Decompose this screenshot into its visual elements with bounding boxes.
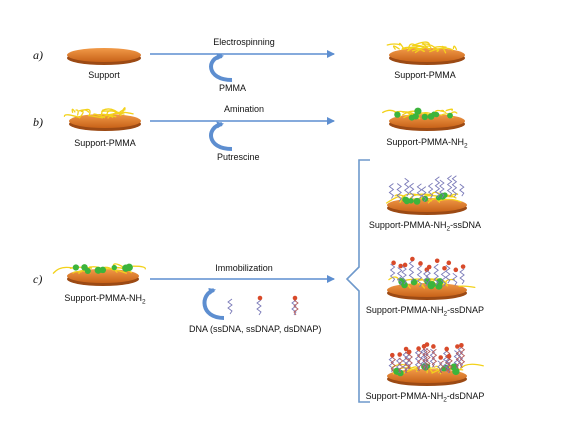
ssdnap-strand-icon (256, 295, 263, 316)
putrescine-curved-arrow (209, 121, 233, 151)
dsdnap-strand-icon (291, 295, 299, 316)
step-c-label: c) (33, 272, 42, 286)
pmma-curved-arrow (209, 53, 233, 82)
pmma-label: PMMA (219, 83, 246, 93)
support-pmma-plate-b (63, 107, 141, 131)
ssdna-product-plate (385, 175, 467, 215)
nh2-subscript-p3: 2 (443, 397, 447, 404)
support-pmma-label-b: Support-PMMA (74, 138, 136, 148)
products-bracket (345, 159, 370, 403)
ssdnap-product-plate (387, 256, 476, 300)
support-pmma-label: Support-PMMA (394, 70, 456, 80)
ssdnap-product-label: Support-PMMA-NH2-ssDNAP (366, 305, 484, 318)
putrescine-label: Putrescine (217, 152, 260, 162)
support-pmma-nh2-label: Support-PMMA-NH2 (386, 137, 468, 150)
electrospinning-label: Electrospinning (213, 37, 275, 47)
step-b-label: b) (33, 115, 43, 129)
support-pmma-nh2-plate (382, 107, 465, 131)
ssdna-strand-icon (227, 298, 233, 315)
step-a-label: a) (33, 48, 43, 62)
amination-label: Amination (224, 104, 264, 114)
nh2-subscript-p1: 2 (446, 226, 450, 233)
support-plate (67, 48, 141, 65)
immobilization-label: Immobilization (215, 263, 273, 273)
nh2-subscript-p2: 2 (443, 311, 447, 318)
nh2-subscript: 2 (464, 143, 468, 150)
dsdnap-product-plate (387, 342, 484, 386)
nh2-subscript-c: 2 (142, 299, 146, 306)
support-pmma-nh2-label-c: Support-PMMA-NH2 (64, 293, 146, 306)
support-label: Support (88, 70, 120, 80)
dna-types-label: DNA (ssDNA, ssDNAP, dsDNAP) (189, 324, 321, 334)
ssdna-product-label: Support-PMMA-NH2-ssDNA (369, 220, 481, 233)
support-pmma-plate (386, 41, 465, 65)
dsdnap-product-label: Support-PMMA-NH2-dsDNAP (366, 391, 485, 404)
dna-curved-arrow (202, 288, 225, 320)
support-pmma-nh2-plate-c (52, 263, 146, 286)
